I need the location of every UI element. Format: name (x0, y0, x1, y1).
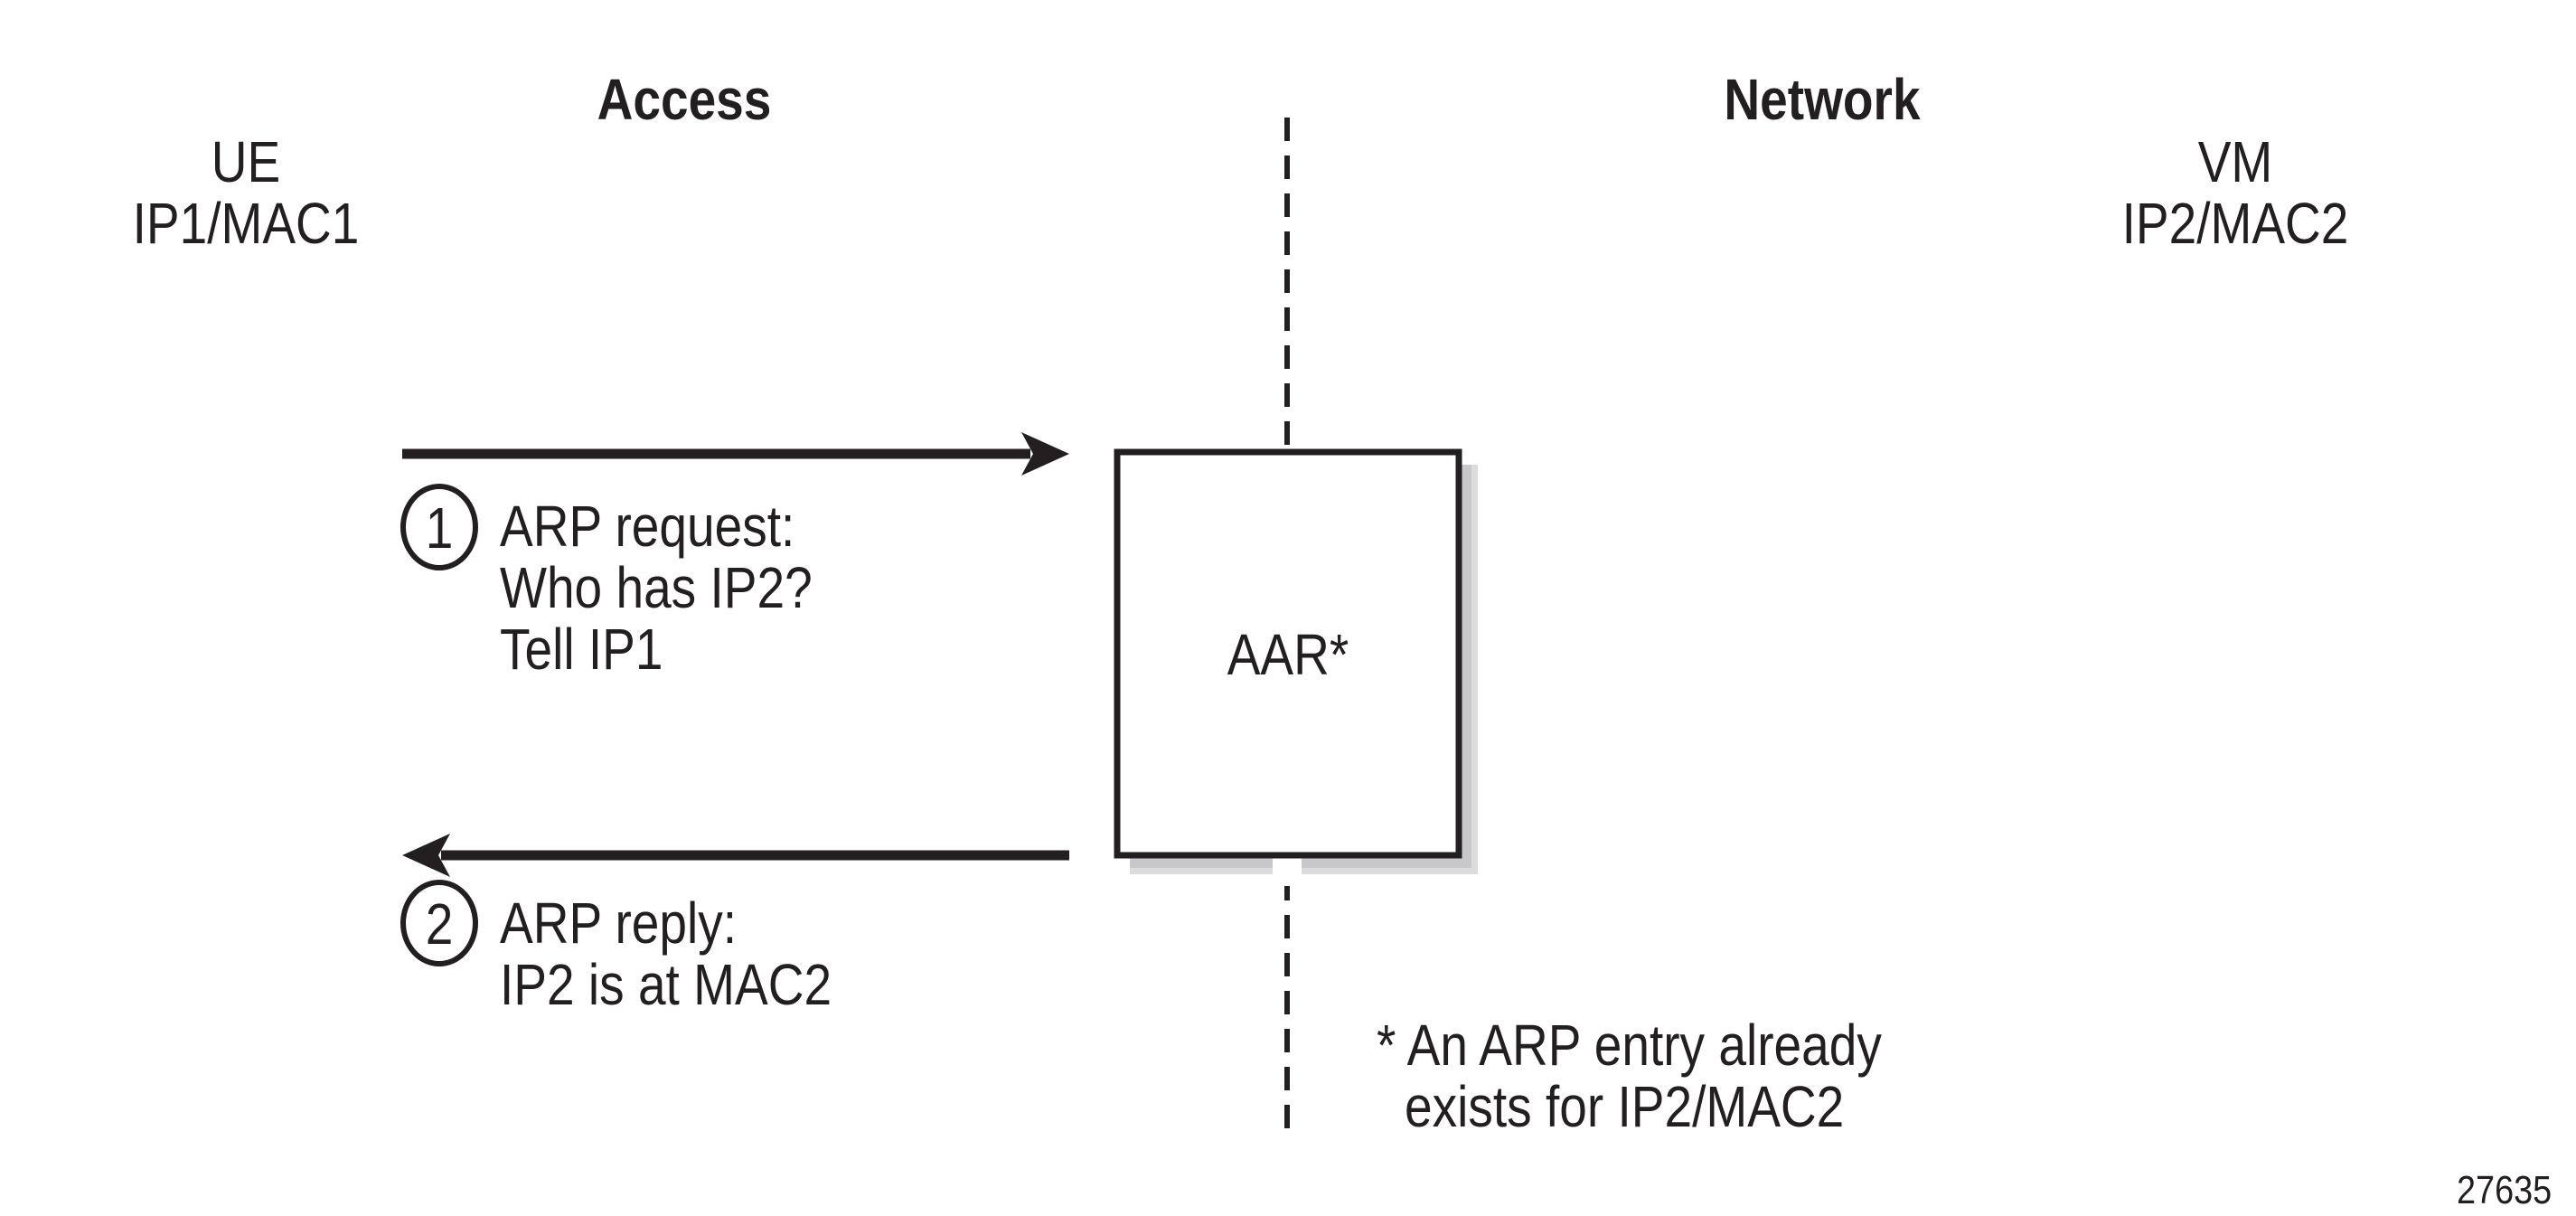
step-1-number: 1 (425, 495, 454, 561)
ue-name: UE (211, 129, 281, 194)
step-2-line: IP2 is at MAC2 (500, 952, 832, 1017)
aar-box[interactable] (1114, 448, 1462, 859)
ue-address: IP1/MAC1 (132, 191, 360, 256)
arp-reply-arrow (402, 834, 1069, 877)
figure-id: 27635 (2457, 1168, 2552, 1212)
footnote-line: exists for IP2/MAC2 (1404, 1074, 1845, 1139)
footnote-line: * An ARP entry already (1377, 1013, 1882, 1078)
aar-label: AAR* (1227, 622, 1349, 687)
vm-name: VM (2197, 129, 2273, 194)
vm-address: IP2/MAC2 (2121, 191, 2349, 256)
step-1-line: Who has IP2? (500, 555, 813, 620)
step-1-text: ARP request: Who has IP2? Tell IP1 (500, 495, 813, 680)
step-1-line: ARP request: (500, 494, 795, 559)
step-2-line: ARP reply: (500, 891, 738, 956)
step-2-number: 2 (425, 891, 454, 957)
vm-endpoint: VM IP2/MAC2 (2122, 131, 2349, 254)
step-2-text: ARP reply: IP2 is at MAC2 (500, 892, 832, 1015)
footnote: * An ARP entry already exists for IP2/MA… (1377, 1014, 1882, 1137)
arp-request-arrow (402, 432, 1069, 476)
step-1-line: Tell IP1 (500, 617, 663, 682)
zone-label-network: Network (1724, 67, 1921, 132)
zone-label-access: Access (597, 67, 772, 132)
step-1-circle (400, 484, 478, 570)
step-2-circle (400, 880, 478, 966)
ue-endpoint: UE IP1/MAC1 (133, 131, 360, 254)
